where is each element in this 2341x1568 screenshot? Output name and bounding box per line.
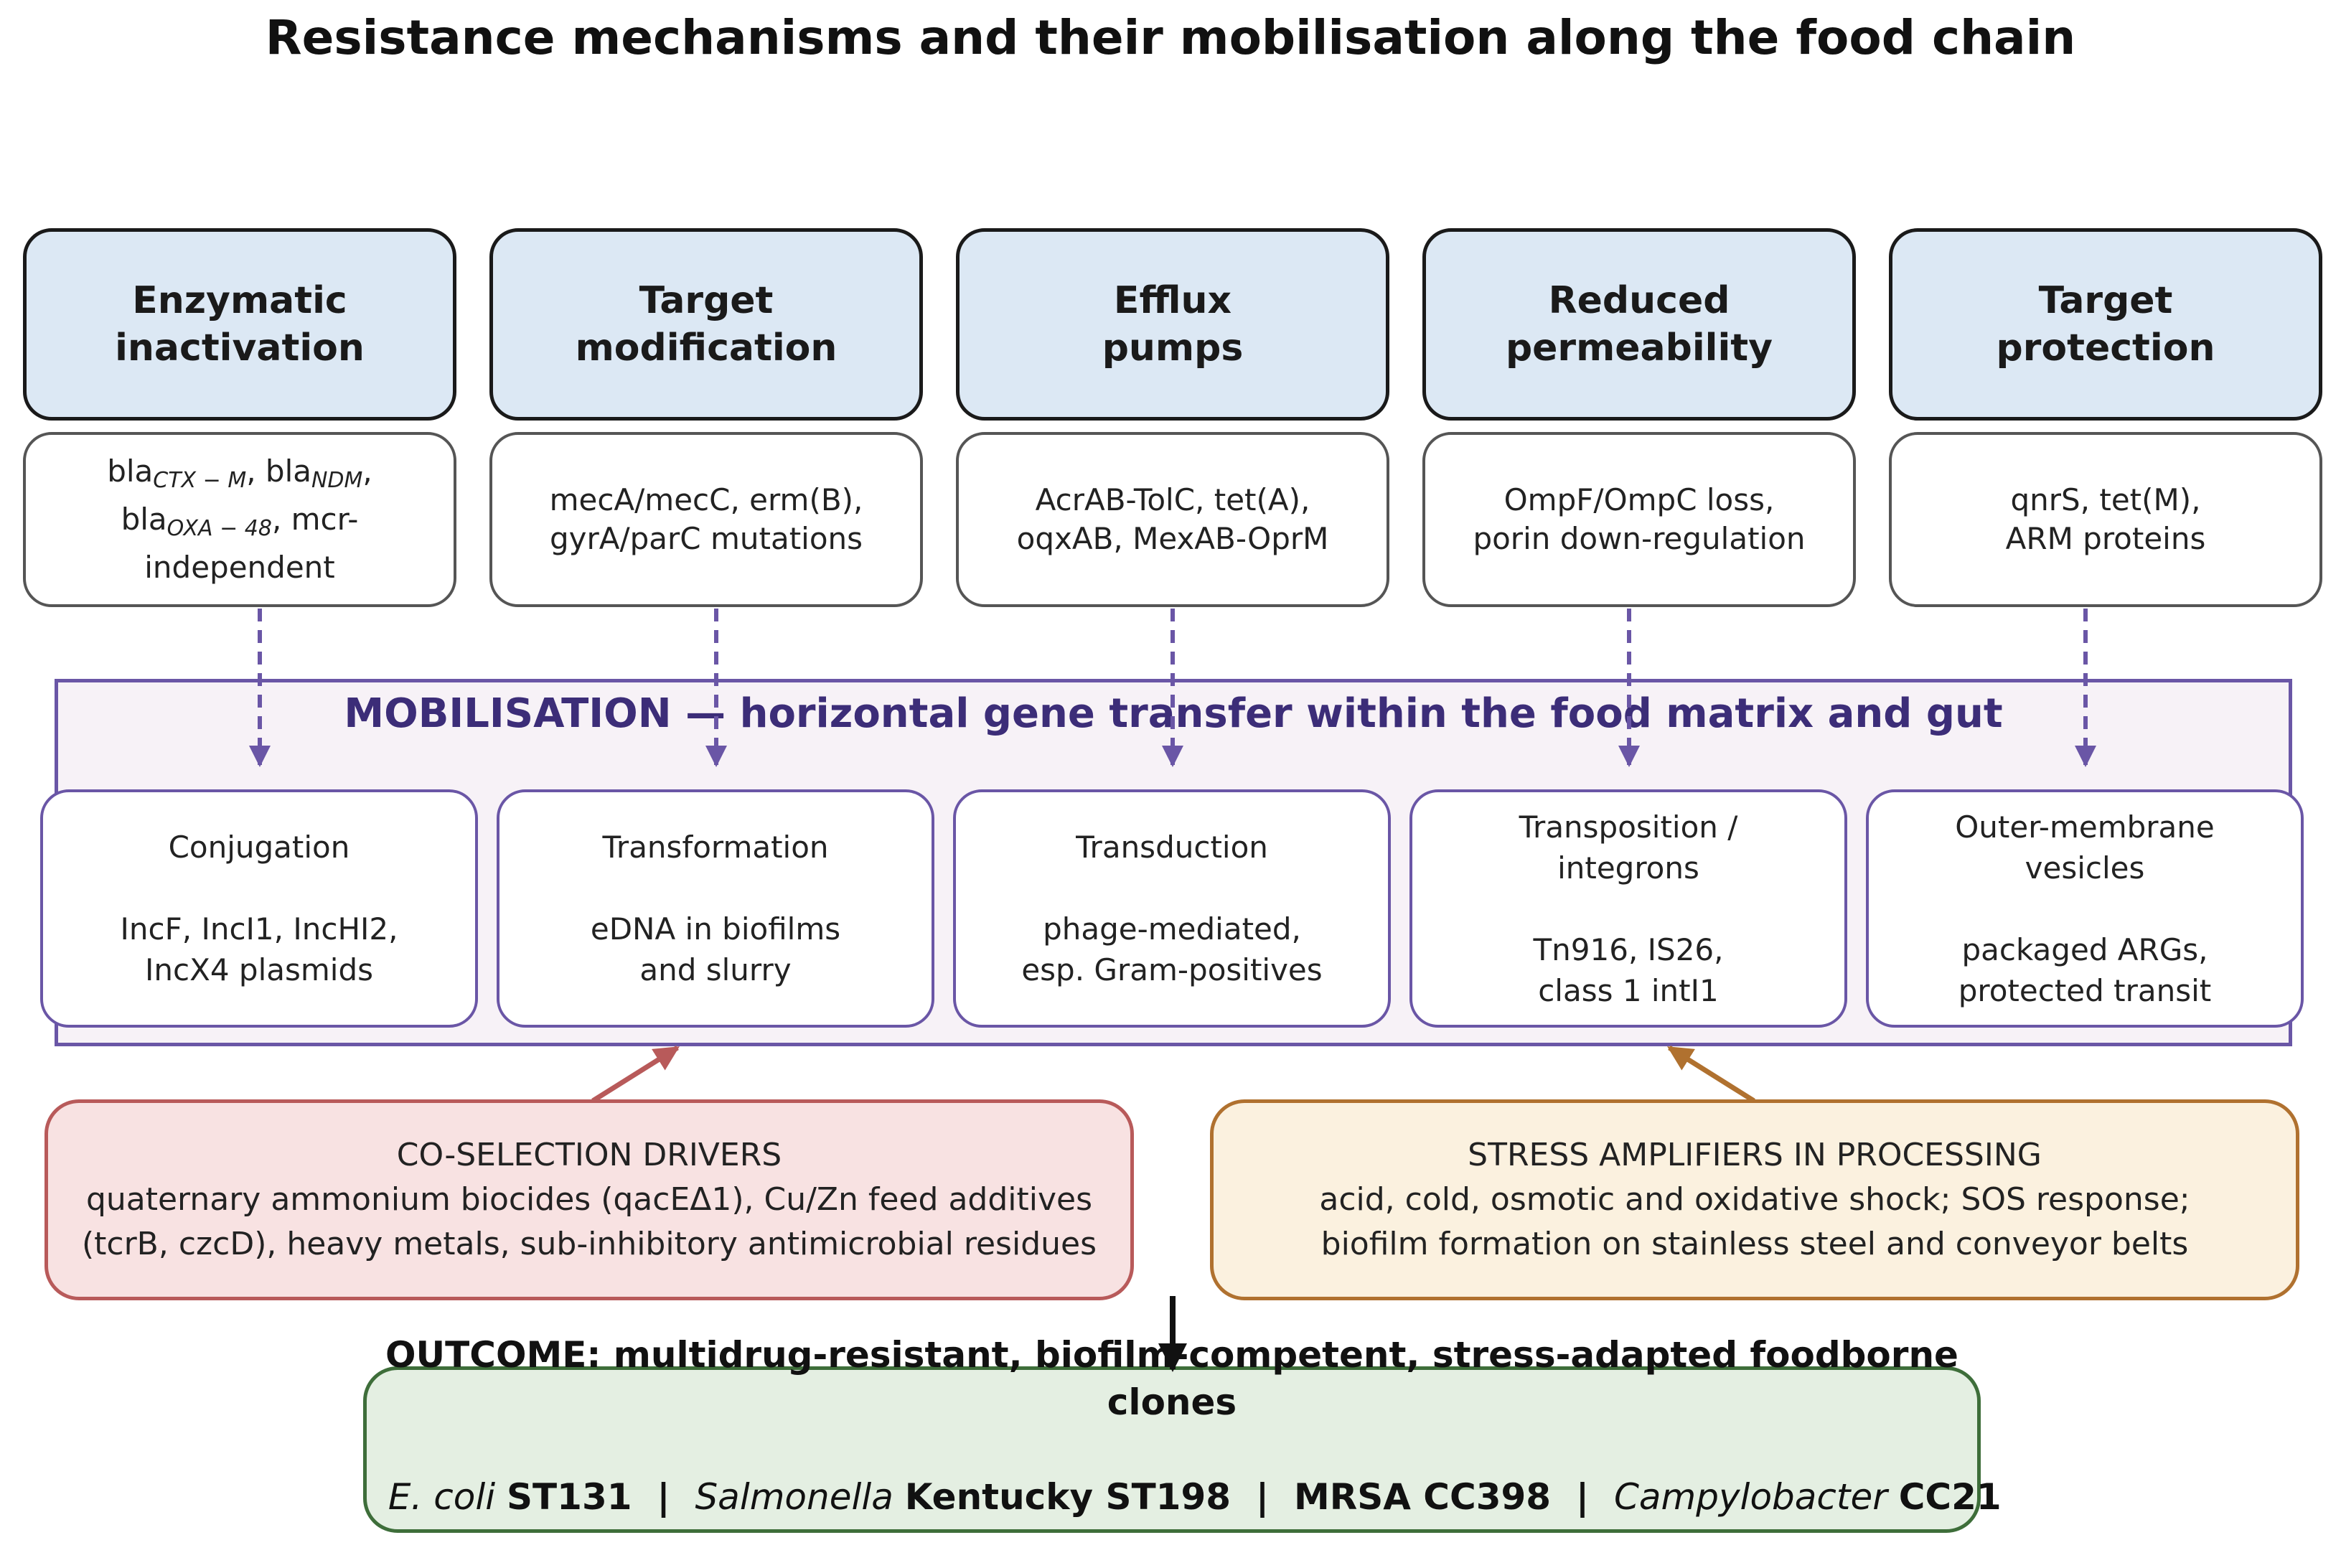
- co-selection-text: CO-SELECTION DRIVERS quaternary ammonium…: [81, 1137, 1097, 1262]
- diagram-title: Resistance mechanisms and their mobilisa…: [265, 10, 2076, 65]
- clone-genus: E. coli: [388, 1476, 496, 1518]
- mechanism-header-permeability: Reduced permeability: [1422, 228, 1856, 421]
- mechanism-name: Enzymatic inactivation: [115, 279, 365, 370]
- mechanism-examples-enzymatic: blaCTX − M, blaNDM, blaOXA − 48, mcr-ind…: [23, 432, 456, 607]
- clone-type: CC21: [1898, 1476, 2002, 1518]
- clone-genus: Campylobacter: [1613, 1476, 1887, 1518]
- route-vesicles: Outer-membrane vesicles packaged ARGs, p…: [1866, 789, 2304, 1028]
- mechanism-header-target-protection: Target protection: [1889, 228, 2322, 421]
- stress-text: STRESS AMPLIFIERS IN PROCESSING acid, co…: [1319, 1137, 2190, 1262]
- route-text: Transduction phage-mediated, esp. Gram-p…: [1021, 830, 1323, 987]
- examples-text: qnrS, tet(M), ARM proteins: [2005, 482, 2206, 556]
- mechanism-header-efflux: Efflux pumps: [956, 228, 1389, 421]
- stress-amplifiers-box: STRESS AMPLIFIERS IN PROCESSING acid, co…: [1210, 1099, 2299, 1300]
- route-text: Transformation eDNA in biofilms and slur…: [590, 830, 841, 987]
- outcome-clones: E. coli ST131 | Salmonella Kentucky ST19…: [388, 1476, 2002, 1518]
- examples-text: AcrAB-TolC, tet(A), oqxAB, MexAB-OprM: [1016, 482, 1329, 556]
- mechanism-examples-efflux: AcrAB-TolC, tet(A), oqxAB, MexAB-OprM: [956, 432, 1389, 607]
- route-transposition: Transposition / integrons Tn916, IS26, c…: [1409, 789, 1847, 1028]
- route-text: Outer-membrane vesicles packaged ARGs, p…: [1955, 809, 2215, 1008]
- co-selection-drivers-box: CO-SELECTION DRIVERS quaternary ammonium…: [44, 1099, 1134, 1300]
- route-transformation: Transformation eDNA in biofilms and slur…: [497, 789, 934, 1028]
- clone-genus: Salmonella: [695, 1476, 893, 1518]
- arrow-co-selection-to-mobilisation: [591, 1046, 680, 1103]
- arrow-stress-to-mobilisation: [1667, 1046, 1755, 1103]
- clone-type: ST131: [507, 1476, 632, 1518]
- mechanism-name: Efflux pumps: [1102, 279, 1244, 370]
- examples-text: OmpF/OmpC loss, porin down-regulation: [1473, 482, 1806, 556]
- mechanism-examples-permeability: OmpF/OmpC loss, porin down-regulation: [1422, 432, 1856, 607]
- mechanism-name: Target protection: [1996, 279, 2215, 370]
- clone-type: Kentucky ST198: [904, 1476, 1232, 1518]
- mechanism-name: Reduced permeability: [1505, 279, 1773, 370]
- clone-type: MRSA CC398: [1293, 1476, 1552, 1518]
- examples-text: blaCTX − M, blaNDM, blaOXA − 48, mcr-ind…: [107, 454, 372, 585]
- mechanism-examples-target-modification: mecA/mecC, erm(B), gyrA/parC mutations: [489, 432, 923, 607]
- route-conjugation: Conjugation IncF, IncI1, IncHI2, IncX4 p…: [40, 789, 478, 1028]
- examples-text: mecA/mecC, erm(B), gyrA/parC mutations: [549, 482, 863, 556]
- mechanism-name: Target modification: [575, 279, 838, 370]
- mechanism-header-target-modification: Target modification: [489, 228, 923, 421]
- route-text: Transposition / integrons Tn916, IS26, c…: [1519, 809, 1738, 1008]
- route-transduction: Transduction phage-mediated, esp. Gram-p…: [953, 789, 1391, 1028]
- mechanism-header-enzymatic: Enzymatic inactivation: [23, 228, 456, 421]
- route-text: Conjugation IncF, IncI1, IncHI2, IncX4 p…: [120, 830, 398, 987]
- mechanism-examples-target-protection: qnrS, tet(M), ARM proteins: [1889, 432, 2322, 607]
